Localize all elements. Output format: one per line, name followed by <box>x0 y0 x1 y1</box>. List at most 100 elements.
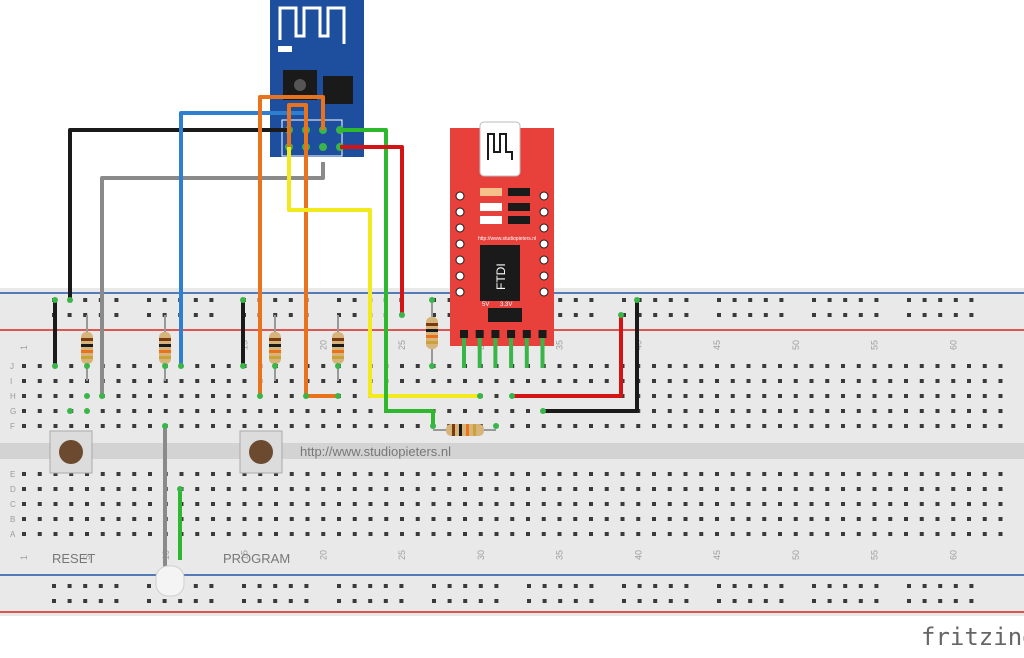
breadboard-hole <box>667 532 672 536</box>
rail-hole <box>147 599 151 603</box>
breadboard-hole <box>195 517 200 521</box>
breadboard-hole <box>22 364 26 368</box>
breadboard-hole <box>919 379 924 383</box>
esp01-module <box>270 0 364 157</box>
voltage-5v-label: 5V <box>482 302 489 308</box>
breadboard-hole <box>699 379 704 383</box>
rail-hole <box>874 313 879 317</box>
breadboard-hole <box>825 472 830 476</box>
breadboard-hole <box>274 487 278 491</box>
breadboard-hole <box>431 502 436 506</box>
breadboard-hole <box>148 364 152 368</box>
breadboard-hole <box>226 502 231 506</box>
used-hole <box>303 393 309 399</box>
breadboard-hole <box>935 364 940 368</box>
breadboard-hole <box>384 472 389 476</box>
breadboard-hole <box>967 379 971 383</box>
rail-hole <box>732 599 737 603</box>
rail-hole <box>938 298 943 302</box>
column-number: 25 <box>397 340 407 350</box>
breadboard-hole <box>100 424 105 428</box>
breadboard-hole <box>652 394 656 398</box>
breadboard-hole <box>904 379 908 383</box>
breadboard-hole <box>53 394 58 398</box>
rail-hole <box>589 298 594 302</box>
rail-hole <box>147 298 151 302</box>
breadboard-hole <box>746 379 751 383</box>
breadboard-hole <box>967 409 971 413</box>
row-letter: H <box>10 392 16 401</box>
used-hole <box>67 408 73 414</box>
resistor-reset-pullup-band <box>81 356 93 359</box>
breadboard-hole <box>652 379 656 383</box>
breadboard-hole <box>85 502 89 506</box>
breadboard-hole <box>116 517 121 521</box>
rail-hole <box>114 599 119 603</box>
breadboard-hole <box>620 517 625 521</box>
rail-hole <box>858 599 863 603</box>
breadboard-hole <box>746 517 751 521</box>
breadboard-hole <box>226 364 231 368</box>
ftdi-header-pin <box>538 330 547 338</box>
breadboard-hole <box>856 532 861 536</box>
breadboard-hole <box>888 517 893 521</box>
breadboard-hole <box>478 517 483 521</box>
breadboard-hole <box>825 502 830 506</box>
breadboard-hole <box>289 517 294 521</box>
column-number: 50 <box>791 340 801 350</box>
resistor-gpio0-pullup-band <box>269 338 281 341</box>
resistor-gpio2-pullup-band <box>332 350 344 353</box>
breadboard-hole <box>856 487 861 491</box>
breadboard-hole <box>37 424 42 428</box>
used-hole <box>84 363 90 369</box>
breadboard-hole <box>368 409 373 413</box>
wire-yellow-rx <box>287 147 480 398</box>
rail-hole <box>653 313 658 317</box>
rail-hole <box>668 313 673 317</box>
breadboard-hole <box>888 379 893 383</box>
rail-hole <box>193 313 198 317</box>
breadboard-hole <box>384 424 389 428</box>
resistor-rx-band <box>452 424 455 436</box>
breadboard-hole <box>415 502 420 506</box>
resistor-ch-pd <box>159 332 171 364</box>
breadboard-hole <box>809 409 814 413</box>
resistor-gpio0-pullup-band <box>269 350 281 353</box>
breadboard-hole <box>604 424 609 428</box>
breadboard-hole <box>872 532 877 536</box>
breadboard-hole <box>888 364 893 368</box>
rail-hole <box>907 584 911 588</box>
breadboard-hole <box>825 364 830 368</box>
rail-hole <box>399 599 404 603</box>
row-letter: B <box>10 515 15 524</box>
breadboard-hole <box>37 517 42 521</box>
breadboard-hole <box>667 424 672 428</box>
resistor-gpio0-pullup-band <box>269 344 281 347</box>
breadboard-hole <box>400 487 404 491</box>
rail-hole <box>622 298 626 302</box>
rail-hole <box>858 298 863 302</box>
breadboard-hole <box>715 517 719 521</box>
breadboard-hole <box>888 409 893 413</box>
breadboard-hole <box>384 517 389 521</box>
breadboard-hole <box>652 487 656 491</box>
rail-hole <box>494 599 499 603</box>
resistor-reset-pullup-band <box>81 338 93 341</box>
breadboard-hole <box>667 487 672 491</box>
breadboard-hole <box>998 502 1003 506</box>
breadboard-hole <box>305 472 310 476</box>
rail-hole <box>162 298 167 302</box>
breadboard-hole <box>841 409 845 413</box>
breadboard-url-label: http://www.studiopieters.nl <box>300 444 451 459</box>
breadboard-hole <box>557 364 562 368</box>
breadboard-hole <box>85 424 89 428</box>
breadboard-hole <box>510 409 515 413</box>
wires <box>53 95 639 580</box>
breadboard-hole <box>667 472 672 476</box>
rail-hole <box>969 584 974 588</box>
breadboard-hole <box>778 502 782 506</box>
breadboard-hole <box>841 379 845 383</box>
breadboard-hole <box>667 502 672 506</box>
breadboard-hole <box>715 394 719 398</box>
breadboard-hole <box>163 409 168 413</box>
